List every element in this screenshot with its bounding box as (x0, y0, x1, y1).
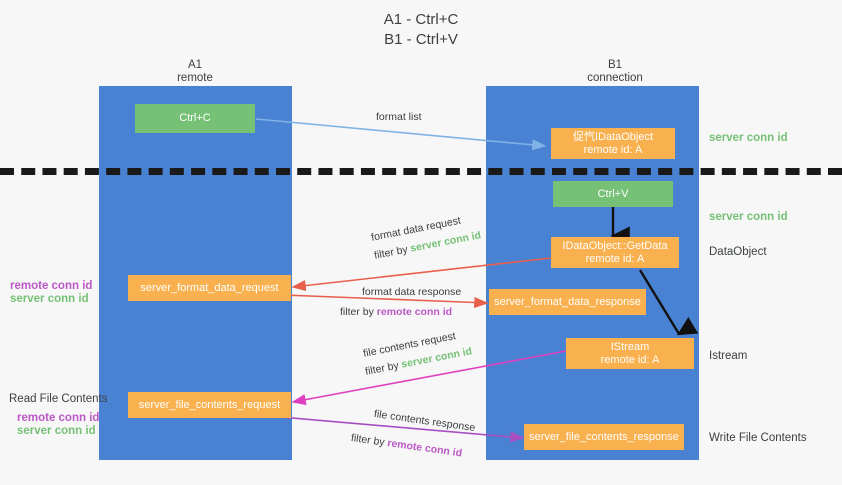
node-idataobject-getdata-line2: remote id: A (585, 252, 645, 265)
node-server-format-data-request-label: server_format_data_request (140, 281, 279, 294)
dashed-separator (0, 168, 842, 175)
node-idataobject-getdata[interactable]: IDataObject::GetData remote id: A (551, 237, 679, 268)
node-server-file-contents-request[interactable]: server_file_contents_request (128, 392, 291, 418)
file-contents-response-filter-prefix: filter by (350, 431, 389, 449)
format-data-request-filter-prefix: filter by (373, 242, 412, 262)
label-remote-conn-id-upper: remote conn id (10, 280, 93, 292)
title-line-2: B1 - Ctrl+V (384, 31, 458, 48)
column-a1-sub: remote (177, 72, 213, 84)
node-ctrl-c[interactable]: Ctrl+C (135, 104, 255, 133)
node-server-format-data-response-label: server_format_data_response (494, 295, 641, 308)
node-server-file-contents-response[interactable]: server_file_contents_response (524, 424, 684, 450)
label-read-file-contents: Read File Contents (9, 393, 108, 405)
column-a1-name: A1 (187, 59, 203, 71)
column-b1-sub: connection (587, 72, 643, 84)
node-istream-line2: remote id: A (600, 353, 660, 366)
page-title: A1 - Ctrl+C B1 - Ctrl+V (0, 10, 842, 50)
title-line-1: A1 - Ctrl+C (383, 11, 459, 28)
node-server-file-contents-request-label: server_file_contents_request (138, 398, 281, 411)
node-ctrl-v[interactable]: Ctrl+V (553, 181, 673, 207)
format-data-response-filter-prefix: filter by (340, 306, 377, 318)
label-remote-conn-id-lower: remote conn id (17, 412, 100, 424)
edge-label-file-contents-response-filter: filter by remote conn id (350, 431, 463, 460)
label-server-conn-id-second: server conn id (709, 211, 788, 223)
node-server-format-data-response[interactable]: server_format_data_response (489, 289, 646, 315)
node-data-object-top[interactable]: 促忾IDataObject remote id: A (551, 128, 675, 159)
node-data-object-top-line2: remote id: A (583, 143, 643, 156)
edge-label-format-data-response-filter: filter by remote conn id (340, 305, 452, 319)
node-server-file-contents-response-label: server_file_contents_response (529, 430, 679, 443)
node-ctrl-v-label: Ctrl+V (597, 187, 629, 200)
column-header-b1: B1 connection (550, 59, 680, 85)
file-contents-response-filter-value: remote conn id (386, 437, 463, 460)
column-header-a1: A1 remote (130, 59, 260, 85)
edge-label-format-data-response: format data response (362, 286, 462, 298)
label-write-file-contents: Write File Contents (709, 432, 807, 444)
node-server-format-data-request[interactable]: server_format_data_request (128, 275, 291, 301)
file-contents-request-filter-prefix: filter by (364, 358, 403, 378)
label-server-conn-id-top: server conn id (709, 132, 788, 144)
label-server-conn-id-lower: server conn id (17, 425, 96, 437)
node-idataobject-getdata-line1: IDataObject::GetData (562, 239, 668, 252)
label-istream: Istream (709, 350, 748, 362)
format-data-response-filter-value: remote conn id (376, 306, 453, 318)
edge-label-format-list: format list (376, 111, 422, 123)
node-istream-line1: IStream (610, 340, 650, 353)
label-server-conn-id-upper: server conn id (10, 293, 89, 305)
column-b1-name: B1 (607, 59, 623, 71)
node-ctrl-c-label: Ctrl+C (179, 112, 211, 124)
node-data-object-top-line1: 促忾IDataObject (572, 130, 654, 143)
label-data-object: DataObject (709, 246, 767, 258)
edge-label-file-contents-response: file contents response (373, 407, 477, 435)
node-istream[interactable]: IStream remote id: A (566, 338, 694, 369)
